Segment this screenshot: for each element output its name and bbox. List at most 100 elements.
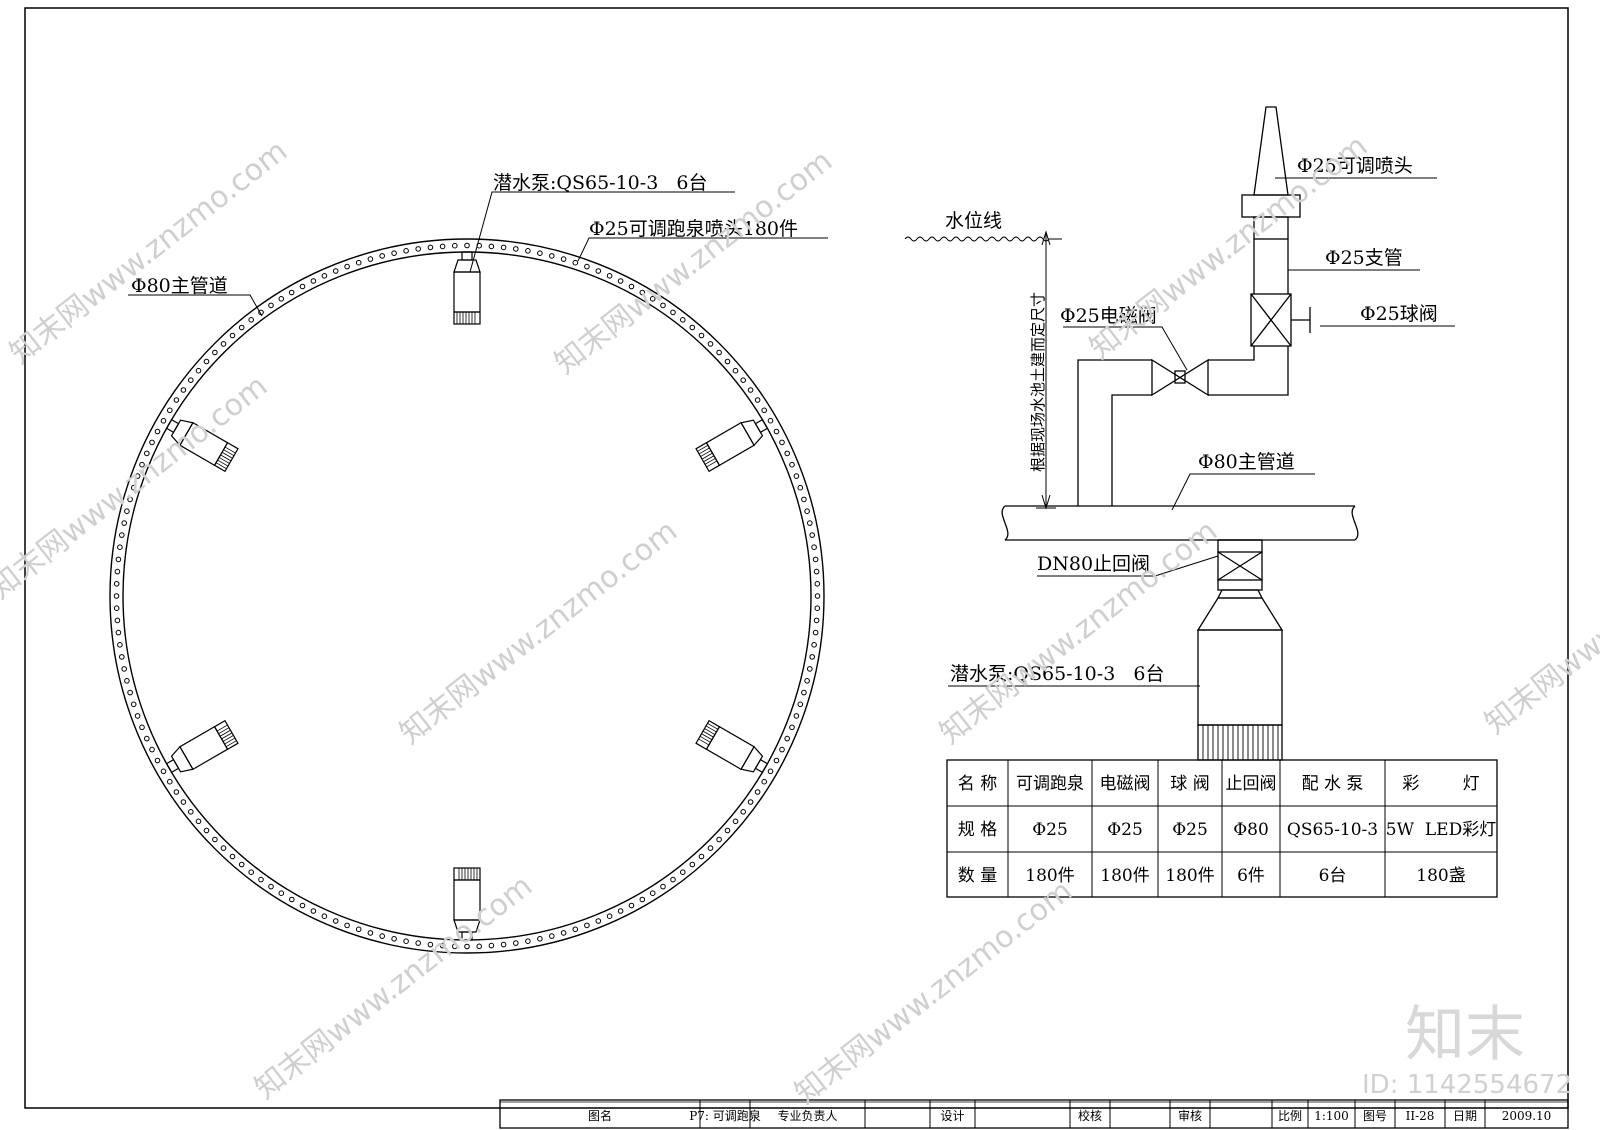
nozzle-dot: [595, 918, 602, 924]
nozzle-dot: [784, 450, 791, 457]
table-cell: 5W LED彩灯: [1386, 820, 1496, 840]
title-block-cell: P7: 可调跑泉: [689, 1109, 761, 1123]
pump-intake: [213, 719, 239, 751]
table-header-cell: 可调跑泉: [1016, 774, 1084, 794]
nozzle-dot: [121, 520, 127, 526]
table-cell: Φ25: [1032, 820, 1068, 840]
pump-grille-line: [698, 738, 710, 746]
plan-pump-label: 潜水泵:QS65-10-3 6台: [493, 172, 707, 194]
pump-intake: [453, 311, 481, 325]
nozzle-dot: [180, 387, 187, 393]
title-block-cell: 日期: [1453, 1109, 1477, 1123]
plan-nozzle-label: Φ25可调跑泉喷头180件: [589, 218, 798, 240]
nozzle-dot: [238, 324, 245, 331]
nozzle-dot: [789, 461, 795, 468]
water-level-line: [904, 236, 1062, 242]
pump-shoulder: [453, 259, 481, 273]
nozzle-dot: [173, 397, 180, 403]
check-valve-body: [1217, 550, 1263, 582]
nozzle-dot: [124, 508, 130, 515]
nozzle-dot: [212, 349, 218, 356]
nozzle-dot: [698, 332, 705, 339]
nozzle-dot: [525, 938, 531, 945]
solenoid-valve-cap: [1174, 370, 1186, 384]
table-cell: 180件: [1165, 866, 1214, 886]
table-cell: 180件: [1100, 866, 1149, 886]
pump-grille-line: [221, 732, 233, 740]
pump-grille-line: [215, 462, 227, 470]
nozzle-dot: [754, 397, 761, 403]
section-check-valve-label: DN80止回阀: [1037, 553, 1150, 575]
pump-body: [179, 725, 229, 771]
nozzle-dot: [154, 757, 161, 764]
nozzle-dot: [127, 689, 133, 696]
nozzle-dots: [113, 242, 821, 950]
pump-grille-line: [703, 455, 715, 463]
pump-grille-line: [704, 457, 716, 465]
pump-grille-line: [704, 728, 716, 735]
table-header-cell: 配 水 泵: [1302, 774, 1364, 794]
nozzle-dot: [119, 532, 125, 538]
table-cell: 6台: [1319, 866, 1347, 886]
nozzle-dot: [513, 940, 519, 946]
nozzle-dot: [203, 358, 210, 365]
nozzle-dot: [525, 248, 531, 254]
nozzle-dot: [258, 876, 264, 883]
nozzle-dot: [119, 654, 125, 660]
watermark-text: 知末网www.znzmo.com: [0, 368, 274, 606]
depth-note: 根据现场水池土建而定尺寸: [1029, 292, 1047, 472]
table-cell: QS65-10-3: [1287, 820, 1378, 840]
nozzle-dot: [813, 617, 820, 624]
ball-valve-x2: [1250, 293, 1292, 347]
main-pipe-ring-inner: [122, 251, 812, 941]
nozzle-dot: [117, 642, 123, 648]
table-header-cell: 彩 灯: [1402, 774, 1479, 794]
pump-grille-line: [701, 452, 713, 460]
riser-pipe: [1077, 359, 1152, 506]
nozzle-dot: [747, 387, 754, 393]
nozzle-dot: [606, 913, 613, 920]
nozzle-dot: [121, 666, 127, 672]
nozzle-dot: [367, 930, 374, 936]
nozzle-dot: [229, 332, 236, 339]
nozzle-dot: [355, 926, 362, 933]
pump-grille-line: [699, 735, 711, 743]
watermarks: 知末网www.znzmo.com 知末网www.znzmo.com 知末网www…: [0, 128, 1600, 1111]
nozzle-dot: [584, 922, 590, 929]
nozzle-dot: [344, 922, 350, 929]
nozzle-dot: [797, 701, 804, 708]
nozzle-dot: [784, 735, 791, 742]
main-pipe-break-left: [1001, 505, 1009, 541]
nozzle-dot: [452, 242, 458, 249]
nozzle-dot: [572, 926, 579, 933]
nozzle-dot: [310, 908, 317, 914]
pump-intake: [213, 441, 239, 473]
nozzle-dot: [268, 302, 274, 309]
watermark-text: 知末网www.znzmo.com: [3, 133, 294, 371]
nozzle-dot: [154, 428, 161, 435]
section-pump-body: [1197, 629, 1283, 726]
nozzle-dot: [321, 273, 328, 279]
nozzle-dot: [767, 417, 774, 424]
nozzle-dot: [332, 268, 339, 274]
main-pipe-section: [1005, 505, 1355, 541]
pump-grille-line: [705, 725, 717, 733]
pump-grille-line: [217, 459, 229, 467]
nozzle-dot: [321, 913, 328, 920]
nozzle-dot: [513, 246, 519, 252]
nozzle-dot: [488, 243, 495, 250]
nozzle-dot: [134, 713, 141, 719]
nozzle-dot: [779, 746, 785, 753]
nozzle-dot: [724, 358, 731, 365]
pump-grille-line: [700, 450, 712, 457]
table-header-cell: 名 称: [958, 774, 997, 794]
nozzle-leader: [577, 237, 828, 262]
nozzle-dot: [801, 689, 807, 696]
nozzle-dot: [130, 484, 137, 491]
nozzle-dot: [773, 757, 780, 764]
nozzle-dot: [814, 593, 821, 599]
section-pump-label: 潜水泵:QS65-10-3 6台: [950, 663, 1164, 685]
